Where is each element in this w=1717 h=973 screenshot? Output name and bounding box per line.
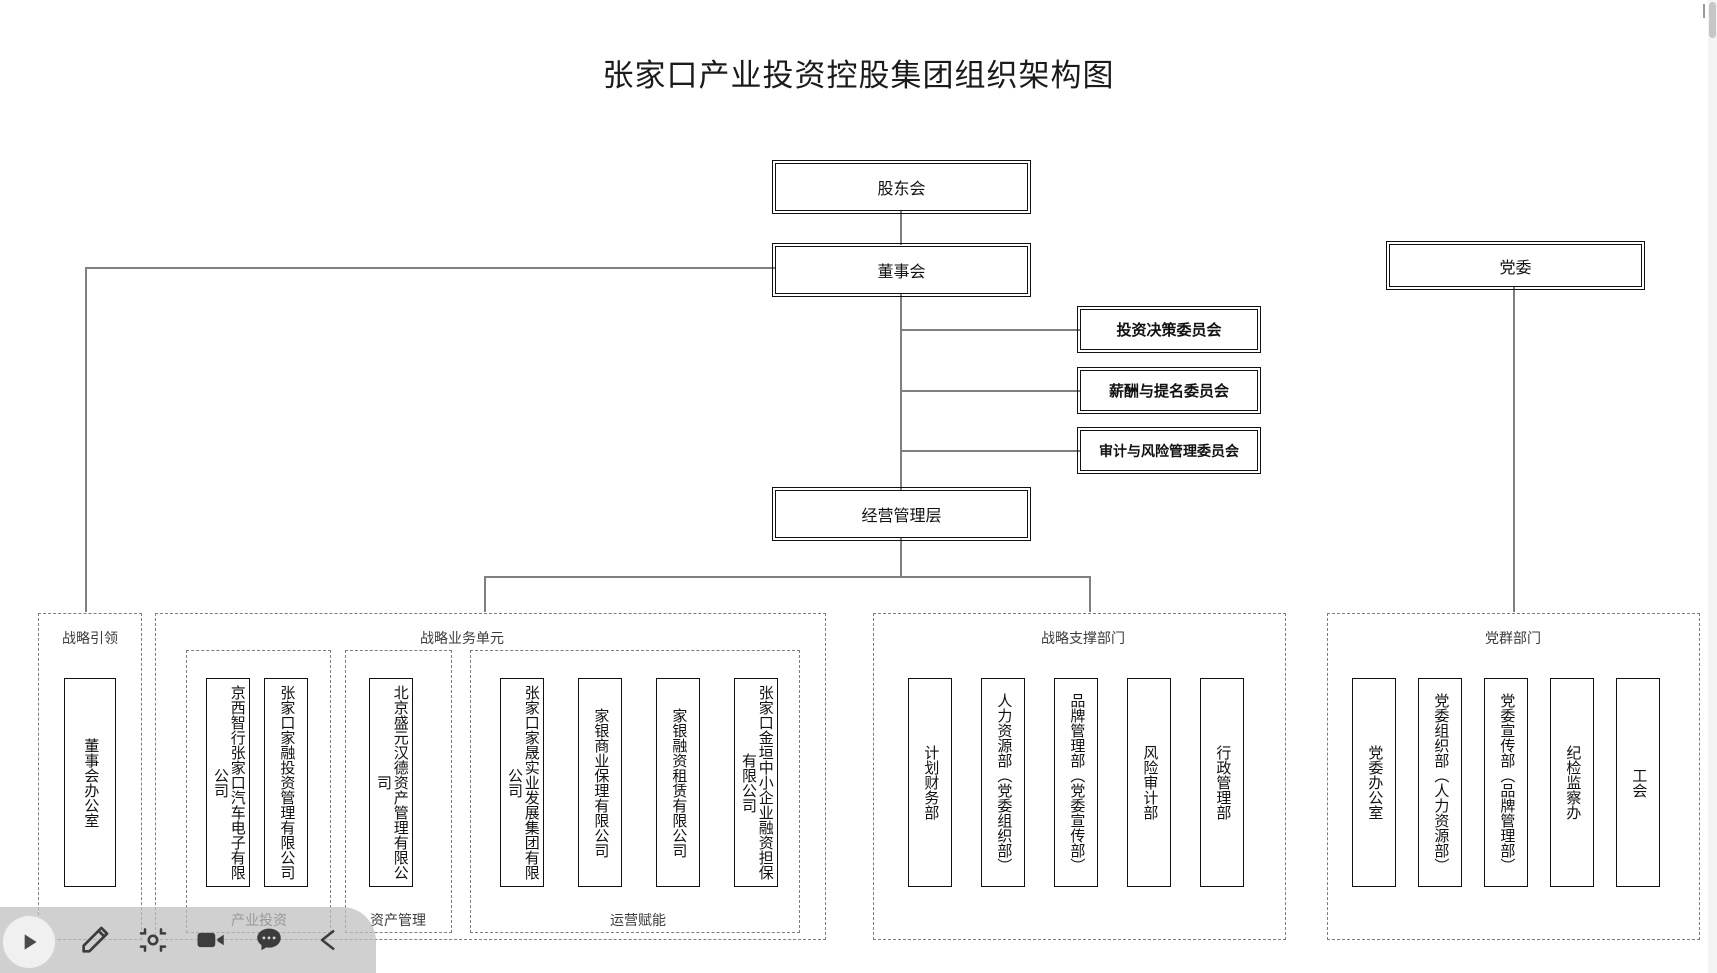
connector-to-support: [1089, 576, 1091, 612]
page-title: 张家口产业投资控股集团组织架构图: [602, 58, 1115, 93]
unit-label: 北京盛元汉德资产管理有限公司: [375, 685, 409, 880]
connector-party-committee-down: [1513, 287, 1515, 612]
dept-human-resources[interactable]: 人力资源部（党委组织部）: [981, 678, 1025, 887]
scrollbar-thumb[interactable]: [1709, 2, 1716, 38]
group-strategic-business-units: [155, 613, 826, 940]
connector-shareholders-board: [900, 211, 902, 245]
dept-party-organization[interactable]: 党委组织部（人力资源部）: [1418, 678, 1462, 887]
unit-label: 家银融资租赁有限公司: [670, 707, 688, 858]
node-party-committee-label: 党委: [1499, 259, 1532, 277]
unit-board-office[interactable]: 董事会办公室: [64, 678, 116, 887]
dept-label: 党委组织部（人力资源部）: [1432, 692, 1450, 873]
connector-management-spread: [484, 576, 1090, 578]
unit-label: 张家口金垣中小企业融资担保有限公司: [740, 685, 774, 880]
node-party-committee[interactable]: 党委: [1386, 241, 1645, 290]
dept-labor-union[interactable]: 工会: [1616, 678, 1660, 887]
dept-label: 党委宣传部（品牌管理部）: [1498, 692, 1516, 873]
dept-risk-audit[interactable]: 风险审计部: [1127, 678, 1171, 887]
node-shareholders[interactable]: 股东会: [772, 160, 1031, 214]
play-icon[interactable]: [2, 915, 56, 969]
node-committee-investment[interactable]: 投资决策委员会: [1077, 306, 1261, 353]
dept-label: 纪检监察办: [1564, 745, 1582, 820]
committee-label: 审计与风险管理委员会: [1099, 442, 1239, 459]
connector-to-sbu: [484, 576, 486, 612]
dept-planning-finance[interactable]: 计划财务部: [908, 678, 952, 887]
dept-discipline-inspection[interactable]: 纪检监察办: [1550, 678, 1594, 887]
dept-administration[interactable]: 行政管理部: [1200, 678, 1244, 887]
crop-icon[interactable]: [124, 911, 182, 969]
unit-label: 张家口家融投资管理有限公司: [278, 685, 296, 880]
subgroup-asset-management: [345, 650, 452, 933]
dept-label: 人力资源部（党委组织部）: [995, 692, 1013, 873]
video-icon[interactable]: [182, 911, 240, 969]
node-committee-audit-risk[interactable]: 审计与风险管理委员会: [1077, 427, 1261, 474]
connector-committee-2: [900, 390, 1080, 392]
committee-label: 投资决策委员会: [1116, 322, 1222, 339]
subgroup-operation-empowerment-label: 运营赋能: [605, 910, 671, 930]
dept-label: 风险审计部: [1141, 745, 1159, 820]
vertical-scrollbar[interactable]: [1708, 0, 1717, 973]
group-sbu-label: 战略业务单元: [415, 628, 509, 648]
pen-icon[interactable]: [66, 911, 124, 969]
dept-label: 计划财务部: [922, 745, 940, 820]
node-board-label: 董事会: [877, 264, 926, 281]
dept-label: 工会: [1630, 767, 1648, 798]
connector-management-down: [900, 538, 902, 576]
bottom-toolbar[interactable]: [0, 907, 376, 973]
connector-committee-spine: [900, 300, 902, 453]
connector-committee-1: [900, 329, 1080, 331]
comment-icon[interactable]: [240, 911, 298, 969]
connector-board-strategylead-h: [85, 267, 775, 269]
dept-label: 党委办公室: [1366, 745, 1384, 820]
dept-label: 品牌管理部（党委宣传部）: [1068, 692, 1086, 873]
subgroup-operation-empowerment: [470, 650, 800, 933]
dept-brand-management[interactable]: 品牌管理部（党委宣传部）: [1054, 678, 1098, 887]
unit-label: 董事会办公室: [82, 737, 100, 828]
node-management-label: 经营管理层: [861, 508, 942, 525]
unit-jiarong-investment-mgmt[interactable]: 张家口家融投资管理有限公司: [264, 678, 308, 887]
unit-jiasheng-industrial-group[interactable]: 张家口家晟实业发展集团有限公司: [500, 678, 544, 887]
group-strategic-support: [873, 613, 1286, 940]
unit-jingxi-auto-electronics[interactable]: 京西智行张家口汽车电子有限公司: [206, 678, 250, 887]
group-party-mass-label: 党群部门: [1480, 628, 1546, 648]
node-shareholders-label: 股东会: [877, 181, 926, 198]
connector-board-strategylead-v: [85, 267, 87, 612]
cursor-arrow-icon[interactable]: [298, 911, 356, 969]
committee-label: 薪酬与提名委员会: [1108, 383, 1229, 400]
dept-party-propaganda[interactable]: 党委宣传部（品牌管理部）: [1484, 678, 1528, 887]
group-party-mass: [1327, 613, 1700, 940]
unit-jiayin-financial-leasing[interactable]: 家银融资租赁有限公司: [656, 678, 700, 887]
unit-label: 京西智行张家口汽车电子有限公司: [212, 685, 246, 880]
group-strategy-lead-label: 战略引领: [57, 628, 123, 648]
dept-party-office[interactable]: 党委办公室: [1352, 678, 1396, 887]
subgroup-asset-management-label: 资产管理: [365, 910, 431, 930]
unit-jinyuan-sme-financing-guarantee[interactable]: 张家口金垣中小企业融资担保有限公司: [734, 678, 778, 887]
node-board[interactable]: 董事会: [772, 243, 1031, 297]
unit-beijing-shengyuan-asset-mgmt[interactable]: 北京盛元汉德资产管理有限公司: [369, 678, 413, 887]
node-committee-compensation[interactable]: 薪酬与提名委员会: [1077, 367, 1261, 414]
unit-label: 家银商业保理有限公司: [592, 707, 610, 858]
unit-jiayin-commercial-factoring[interactable]: 家银商业保理有限公司: [578, 678, 622, 887]
dept-label: 行政管理部: [1214, 745, 1232, 820]
scroll-tick: [1703, 4, 1705, 18]
unit-label: 张家口家晟实业发展集团有限公司: [506, 685, 540, 880]
group-strategic-support-label: 战略支撑部门: [1036, 628, 1130, 648]
connector-committee-3: [900, 450, 1080, 452]
node-management[interactable]: 经营管理层: [772, 487, 1031, 541]
